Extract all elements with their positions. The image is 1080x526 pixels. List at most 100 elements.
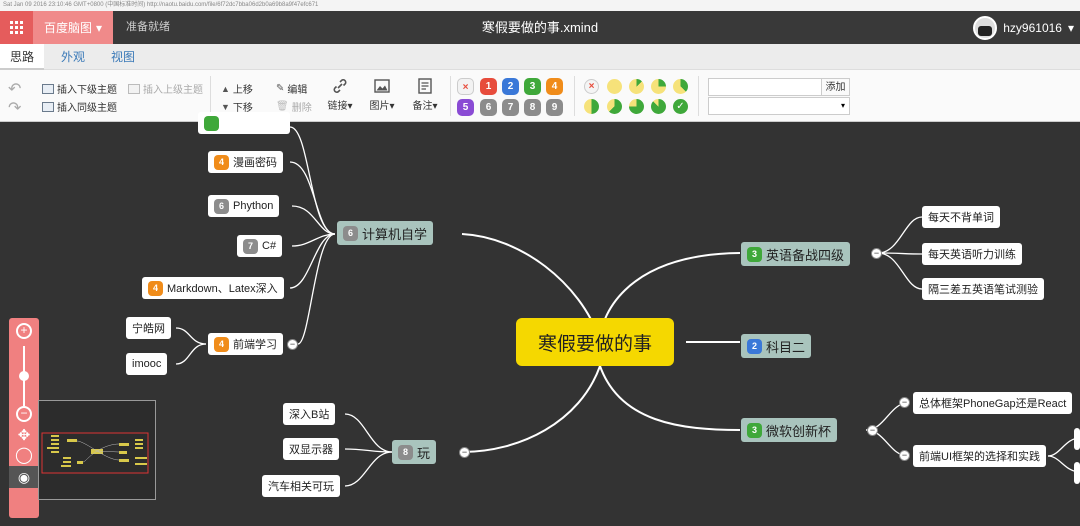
priority-1-button[interactable]: 1 (480, 78, 497, 95)
progress-clear-icon[interactable]: × (584, 79, 599, 94)
minimap[interactable] (38, 400, 156, 500)
topic-cut-off[interactable] (1074, 428, 1080, 450)
collapse-toggle[interactable]: − (899, 397, 910, 408)
collapse-toggle[interactable]: − (867, 425, 878, 436)
connector-line (877, 216, 923, 254)
delete-button[interactable]: 🗑 删除 (276, 99, 312, 114)
topic-framework[interactable]: 总体框架PhoneGap还是React (913, 392, 1073, 414)
topic-label: 隔三差五英语笔试测验 (928, 284, 1038, 296)
priority-badge: 3 (747, 246, 762, 262)
insert-parent-label: 插入上级主题 (143, 85, 203, 96)
collapse-toggle[interactable]: − (899, 450, 910, 461)
topic-label: 英语备战四级 (766, 247, 845, 263)
move-down-button[interactable]: ▼ 下移 (221, 99, 253, 115)
priority-clear-icon[interactable]: × (457, 78, 474, 95)
priority-5-button[interactable]: 5 (457, 99, 474, 116)
collapse-toggle[interactable]: − (287, 339, 298, 350)
topic-listening[interactable]: 每天英语听力训练 (922, 243, 1022, 265)
topic-written-test[interactable]: 隔三差五英语笔试测验 (922, 278, 1044, 300)
topic-bilibili[interactable]: 深入B站 (283, 403, 336, 425)
topic-cet4[interactable]: 3 英语备战四级 (741, 242, 851, 266)
progress-5-icon[interactable] (607, 99, 622, 114)
move-up-button[interactable]: ▲ 上移 (221, 81, 253, 97)
zoom-out-icon[interactable]: − (16, 406, 32, 422)
topic-label: 每天不背单词 (928, 212, 994, 224)
progress-1-icon[interactable] (629, 79, 644, 94)
link-label: 链接 (327, 101, 348, 112)
resource-select[interactable]: ▾ (708, 97, 850, 115)
topic-frontend[interactable]: 4 前端学习 (208, 333, 283, 355)
add-resource-button[interactable]: 添加 (822, 78, 850, 96)
topic-csharp[interactable]: 7 C# (237, 235, 283, 257)
trash-icon: 🗑 (276, 101, 289, 112)
topic-ui-framework[interactable]: 前端UI框架的选择和实践 (913, 445, 1046, 467)
note-label: 备注 (412, 101, 433, 112)
topic-play[interactable]: 8 玩 (392, 440, 437, 464)
locate-root-icon[interactable]: ◯ (15, 447, 33, 464)
progress-4-icon[interactable] (584, 99, 599, 114)
topic-cs-self-study[interactable]: 6 计算机自学 (337, 221, 434, 245)
priority-2-button[interactable]: 2 (502, 78, 519, 95)
priority-6-button[interactable]: 6 (480, 99, 497, 116)
collapse-toggle[interactable]: − (871, 248, 882, 259)
root-topic[interactable]: 寒假要做的事 (516, 318, 675, 366)
priority-badge: 8 (398, 444, 413, 460)
eye-icon[interactable]: ◉ (9, 466, 39, 488)
note-button[interactable]: 备注▾ (405, 78, 445, 112)
topic-car[interactable]: 汽车相关可玩 (262, 475, 340, 497)
priority-4-button[interactable]: 4 (546, 78, 563, 95)
topic-microsoft-cup[interactable]: 3 微软创新杯 (741, 418, 838, 442)
topic-ninghao[interactable]: 宁皓网 (126, 317, 171, 339)
resource-input[interactable] (708, 78, 822, 96)
topic-markdown-latex[interactable]: 4 Markdown、Latex深入 (142, 277, 284, 299)
move-icon[interactable]: ✥ (17, 427, 31, 444)
zoom-panel: + − ✥ ◯ ◉ (9, 318, 39, 518)
connector-line (877, 252, 923, 290)
topic-imooc[interactable]: imooc (126, 353, 168, 375)
topic-label: 前端UI框架的选择和实践 (919, 451, 1040, 463)
priority-7-button[interactable]: 7 (502, 99, 519, 116)
image-icon (374, 79, 390, 93)
chevron-down-icon: ▾ (432, 101, 438, 112)
topic-vocab[interactable]: 每天不背单词 (922, 206, 1000, 228)
zoom-in-icon[interactable]: + (16, 323, 32, 339)
priority-9-button[interactable]: 9 (546, 99, 563, 116)
tab-appearance[interactable]: 外观 (60, 50, 85, 64)
priority-badge: 2 (747, 338, 762, 354)
move-down-label: 下移 (232, 103, 253, 114)
progress-3-icon[interactable] (673, 79, 688, 94)
undo-icon[interactable]: ↶ (8, 81, 22, 98)
insert-child-button[interactable]: 插入下级主题 (42, 81, 117, 96)
collapse-toggle[interactable]: − (459, 447, 470, 458)
topic-python[interactable]: 6 Phython (208, 195, 280, 217)
arrow-down-icon: ▼ (221, 101, 230, 112)
link-button[interactable]: 链接▾ (320, 78, 360, 112)
tab-view[interactable]: 视图 (110, 50, 135, 64)
topic-dual-monitor[interactable]: 双显示器 (283, 438, 339, 460)
priority-3-button[interactable]: 3 (524, 78, 541, 95)
image-button[interactable]: 图片▾ (362, 78, 402, 112)
redo-icon[interactable]: ↷ (8, 100, 22, 117)
edit-button[interactable]: ✎ 编辑 (276, 81, 307, 96)
root-topic-label: 寒假要做的事 (538, 333, 653, 355)
topic-label: Phython (233, 200, 274, 212)
progress-done-icon[interactable]: ✓ (673, 99, 688, 114)
mindmap-canvas[interactable]: 寒假要做的事 6 计算机自学 3 英语备战四级 2 科目二 3 微软创新杯 8 … (0, 112, 1080, 526)
avatar[interactable] (973, 15, 998, 40)
topic-cut-off[interactable] (198, 112, 290, 134)
progress-2-icon[interactable] (651, 79, 666, 94)
topic-manga-code[interactable]: 4 漫画密码 (208, 151, 283, 173)
progress-6-icon[interactable] (629, 99, 644, 114)
topic-cut-off[interactable] (1074, 462, 1080, 484)
progress-0-icon[interactable] (607, 79, 622, 94)
progress-7-icon[interactable] (651, 99, 666, 114)
user-menu[interactable]: hzy961016 ▾ (973, 11, 1074, 44)
tab-idea[interactable]: 思路 (0, 44, 44, 70)
apps-grid-icon[interactable] (0, 11, 33, 44)
insert-sibling-button[interactable]: 插入同级主题 (42, 99, 117, 114)
insert-parent-button[interactable]: 插入上级主题 (128, 81, 203, 96)
topic-subject2[interactable]: 2 科目二 (741, 334, 812, 358)
brand-menu-button[interactable]: 百度脑图 ▾ (33, 11, 113, 44)
zoom-slider-handle[interactable] (19, 371, 29, 381)
priority-8-button[interactable]: 8 (524, 99, 541, 116)
